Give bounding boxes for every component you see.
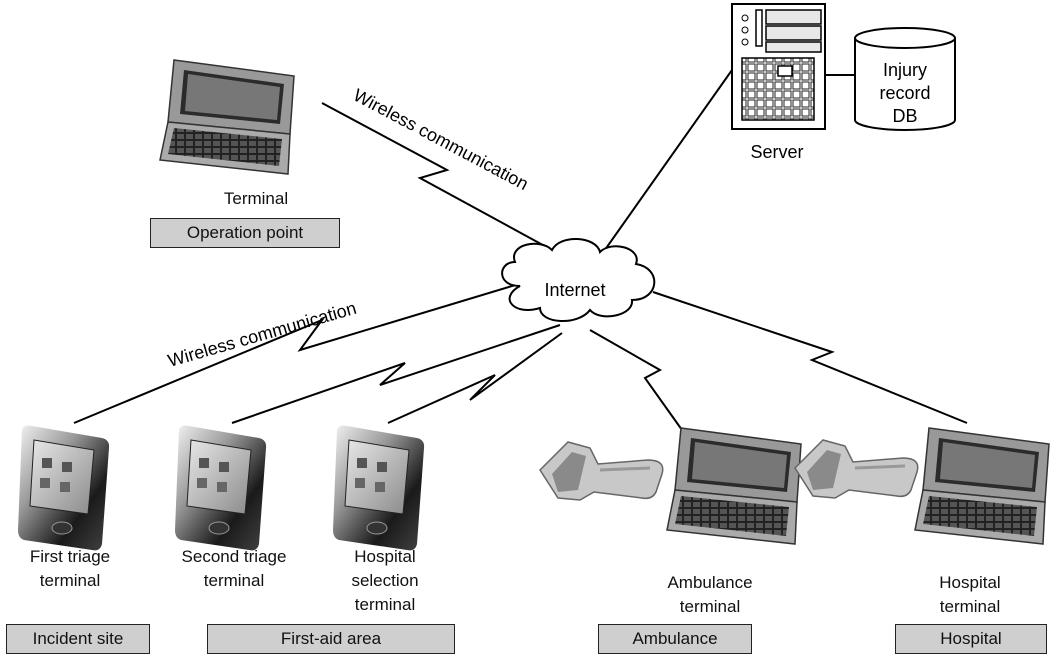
connection-lines — [73, 69, 968, 431]
server-icon — [731, 3, 826, 130]
db-label-line2: record — [879, 83, 930, 103]
second-triage-line1: Second triage — [181, 547, 287, 566]
location-hospital: Hospital — [895, 624, 1047, 654]
laptop-icon — [159, 59, 295, 175]
second-triage-line2: terminal — [203, 571, 265, 590]
ambulance-terminal-line1: Ambulance — [667, 573, 753, 592]
cloud-icon — [501, 237, 656, 323]
hospital-selection-line2: selection — [351, 571, 419, 590]
terminal-label: Terminal — [223, 189, 289, 208]
location-incident-site: Incident site — [6, 624, 150, 654]
ambulance-terminal-line2: terminal — [679, 597, 741, 616]
link-operation-point — [321, 102, 553, 251]
db-label-line1: Injury — [883, 60, 927, 80]
hospital-selection-line3: terminal — [354, 595, 416, 614]
first-triage-line2: terminal — [39, 571, 101, 590]
server-label: Server — [750, 142, 803, 162]
barcode-scanner-icon — [539, 441, 664, 501]
link-hospital — [652, 291, 968, 424]
location-first-aid-area: First-aid area — [207, 624, 455, 654]
wireless-label-left: Wireless communication — [166, 298, 359, 371]
hospital-terminal-line2: terminal — [939, 597, 1001, 616]
link-second-triage — [231, 324, 561, 424]
link-ambulance — [589, 329, 683, 431]
barcode-scanner-icon — [794, 439, 919, 499]
link-server — [601, 69, 733, 255]
hospital-terminal-line1: Hospital — [939, 573, 1001, 592]
pda-icon — [175, 425, 267, 551]
database-icon — [854, 27, 956, 131]
location-operation-point: Operation point — [150, 218, 340, 248]
hospital-selection-line1: Hospital — [354, 547, 416, 566]
pda-icon — [333, 425, 425, 551]
link-first-triage — [73, 282, 523, 424]
db-label-line3: DB — [892, 106, 917, 126]
location-ambulance: Ambulance — [598, 624, 752, 654]
laptop-icon — [914, 427, 1050, 545]
link-hospital-selection — [387, 332, 563, 424]
wireless-label-top: Wireless communication — [350, 85, 532, 194]
laptop-icon — [666, 427, 802, 545]
internet-label: Internet — [544, 280, 605, 300]
pda-icon — [18, 425, 110, 551]
first-triage-line1: First triage — [29, 547, 111, 566]
